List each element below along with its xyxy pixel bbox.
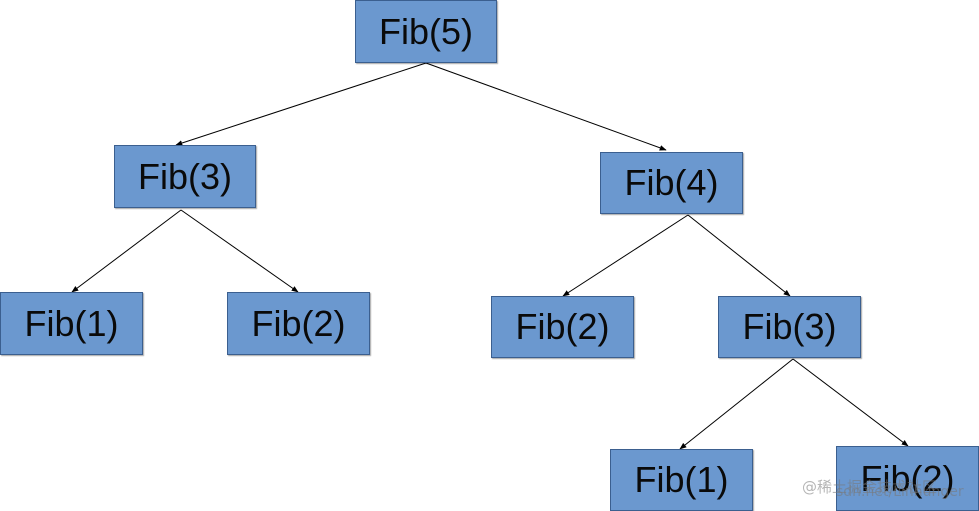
node-fib3-right: Fib(3) <box>718 296 861 358</box>
node-fib3-right-label: Fib(3) <box>742 306 837 347</box>
edge-fib4-to-fib3b <box>687 214 791 297</box>
node-fib3-left: Fib(3) <box>114 145 256 208</box>
edge-fib3b-to-fib1b <box>679 358 794 450</box>
edge-fib3a-to-fib2a <box>180 209 299 293</box>
node-fib1-right-label: Fib(1) <box>634 459 729 500</box>
edge-fib4-to-fib2b <box>562 214 689 297</box>
node-fib1-left: Fib(1) <box>0 292 143 355</box>
node-fib2-middle: Fib(2) <box>491 296 634 358</box>
node-fib2-middle-label: Fib(2) <box>515 306 610 347</box>
node-fib1-left-label: Fib(1) <box>24 302 119 344</box>
node-fib2-left: Fib(2) <box>227 292 370 355</box>
node-fib1-right: Fib(1) <box>610 449 753 511</box>
node-fib2-right-label: Fib(2) <box>860 457 955 499</box>
node-fib2-left-label: Fib(2) <box>251 302 346 344</box>
edge-fib5-to-fib3a <box>175 62 427 146</box>
node-fib5-label: Fib(5) <box>378 10 473 52</box>
node-fib2-right: Fib(2) <box>836 446 979 511</box>
edge-fib5-to-fib4 <box>425 62 667 151</box>
node-fib5: Fib(5) <box>355 0 497 63</box>
edge-fib3b-to-fib2c <box>792 358 909 447</box>
node-fib4-label: Fib(4) <box>624 162 719 203</box>
node-fib3-left-label: Fib(3) <box>137 155 232 197</box>
edge-fib3a-to-fib1a <box>71 209 182 293</box>
node-fib4: Fib(4) <box>600 152 743 214</box>
